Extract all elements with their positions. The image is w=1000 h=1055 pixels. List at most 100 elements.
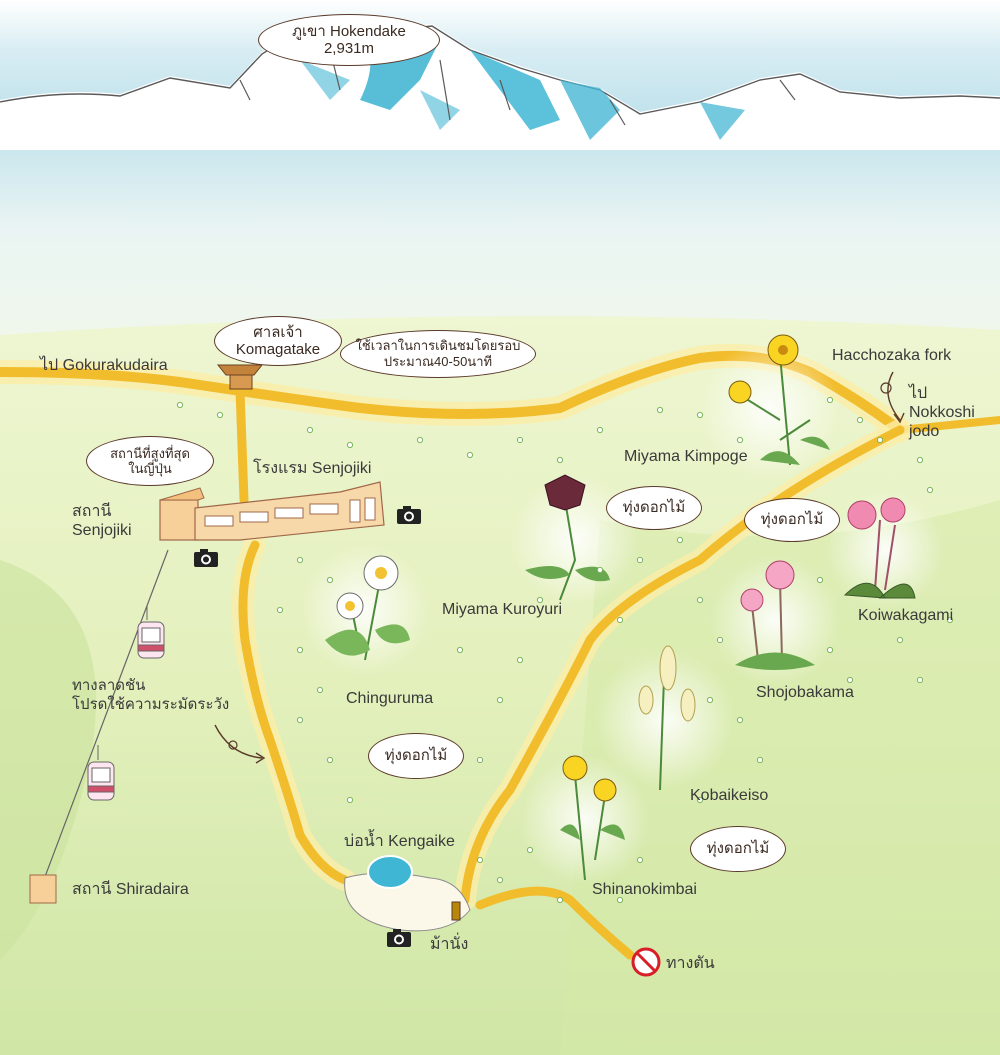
tiny-flower <box>826 396 834 404</box>
flower-field-text: ทุ่งดอกไม้ <box>622 499 686 516</box>
steep-slope-line2: โปรดใช้ความระมัดระวัง <box>72 696 230 713</box>
camera-icon-hotel <box>397 506 421 524</box>
label-dead-end: ทางตัน <box>666 955 715 972</box>
nokkoshi-line3: jodo <box>909 423 940 440</box>
flower-field-bubble-4: ทุ่งดอกไม้ <box>690 826 786 872</box>
station-senjojiki-line1: สถานี <box>72 503 112 520</box>
flower-field-text: ทุ่งดอกไม้ <box>384 747 448 764</box>
tiny-flower <box>716 636 724 644</box>
flower-field-bubble-2: ทุ่งดอกไม้ <box>744 498 840 542</box>
tiny-flower <box>896 636 904 644</box>
label-station-shiradaira: สถานี Shiradaira <box>72 881 189 898</box>
tiny-flower <box>676 536 684 544</box>
label-steep-slope: ทางลาดชัน โปรดใช้ความระมัดระวัง <box>72 676 229 714</box>
tiny-flower <box>856 416 864 424</box>
tiny-flower <box>696 596 704 604</box>
label-to-gokurakudaira: ไป Gokurakudaira <box>40 357 168 374</box>
tiny-flower <box>416 696 424 704</box>
tiny-flower <box>536 596 544 604</box>
tiny-flower <box>876 436 884 444</box>
flower-label-shinanokimbai: Shinanokimbai <box>592 881 697 898</box>
highest-station-bubble: สถานีที่สูงที่สุดในญี่ปุ่น <box>86 436 214 486</box>
tiny-flower <box>526 846 534 854</box>
tiny-flower <box>596 566 604 574</box>
label-hotel-senjojiki: โรงแรม Senjojiki <box>253 460 372 477</box>
tiny-flower <box>916 456 924 464</box>
tiny-flower <box>296 716 304 724</box>
label-station-senjojiki: สถานี Senjojiki <box>72 502 132 540</box>
tiny-flower <box>826 646 834 654</box>
tiny-flower <box>496 876 504 884</box>
tiny-flower <box>296 646 304 654</box>
tiny-flower <box>516 436 524 444</box>
label-bench: ม้านั่ง <box>430 936 469 953</box>
walking-time-bubble: ใช้เวลาในการเดินชมโดยรอบประมาณ40-50นาที <box>340 330 536 378</box>
label-hacchozaka-fork: Hacchozaka fork <box>832 347 952 364</box>
peak-name: ภูเขา Hokendake <box>292 23 406 40</box>
tiny-flower <box>346 796 354 804</box>
tiny-flower <box>306 426 314 434</box>
label-to-nokkoshi-jodo: ไป Nokkoshi jodo <box>909 384 975 441</box>
tiny-flower <box>736 716 744 724</box>
tiny-flower <box>216 411 224 419</box>
label-kengaike-pond: บ่อน้ำ Kengaike <box>344 833 455 850</box>
tiny-flower <box>596 426 604 434</box>
flower-field-bubble-1: ทุ่งดอกไม้ <box>606 486 702 530</box>
flower-field-text: ทุ่งดอกไม้ <box>760 511 824 528</box>
flower-field-bubble-3: ทุ่งดอกไม้ <box>368 733 464 779</box>
tiny-flower <box>656 406 664 414</box>
tiny-flower <box>816 576 824 584</box>
flower-label-miyama-kimpoge: Miyama Kimpoge <box>624 448 748 465</box>
tiny-flower <box>926 486 934 494</box>
tiny-flower <box>846 676 854 684</box>
tiny-flower <box>496 696 504 704</box>
flower-label-miyama-kuroyuri: Miyama Kuroyuri <box>442 601 563 618</box>
tiny-flower <box>556 896 564 904</box>
tiny-flower <box>916 676 924 684</box>
tiny-flower <box>616 896 624 904</box>
highest-station-line2: ในญี่ปุ่น <box>128 461 172 476</box>
tiny-flower <box>696 796 704 804</box>
tiny-flower <box>346 441 354 449</box>
tiny-flower <box>736 436 744 444</box>
flower-label-chinguruma: Chinguruma <box>346 690 434 707</box>
steep-slope-line1: ทางลาดชัน <box>72 677 146 694</box>
shrine-bubble-line1: ศาลเจ้า <box>253 324 303 341</box>
tiny-flower <box>296 556 304 564</box>
tiny-flower <box>316 686 324 694</box>
tiny-flower <box>276 606 284 614</box>
tiny-flower <box>416 436 424 444</box>
tiny-flower <box>516 656 524 664</box>
tiny-flower <box>176 401 184 409</box>
highest-station-line1: สถานีที่สูงที่สุด <box>110 446 190 461</box>
tiny-flower <box>456 646 464 654</box>
nokkoshi-line2: Nokkoshi <box>909 404 975 421</box>
tiny-flower <box>476 756 484 764</box>
tiny-flower <box>326 756 334 764</box>
tiny-flower <box>616 616 624 624</box>
tiny-flower <box>326 576 334 584</box>
time-bubble-line2: ประมาณ40-50นาที <box>383 354 493 369</box>
flower-label-kobaikeiso: Kobaikeiso <box>690 787 769 804</box>
flower-label-koiwakagami: Koiwakagami <box>858 607 954 624</box>
tiny-flower <box>946 616 954 624</box>
tiny-flower <box>476 856 484 864</box>
peak-elevation: 2,931m <box>323 40 375 57</box>
tiny-flower <box>636 556 644 564</box>
time-bubble-line1: ใช้เวลาในการเดินชมโดยรอบ <box>355 338 521 353</box>
tiny-flower <box>756 756 764 764</box>
shrine-bubble-line2: Komagatake <box>235 341 321 358</box>
nokkoshi-line1: ไป <box>909 385 928 402</box>
station-senjojiki-line2: Senjojiki <box>72 522 132 539</box>
camera-icon-pond <box>387 929 411 947</box>
tiny-flower <box>636 856 644 864</box>
tiny-flower <box>466 451 474 459</box>
camera-icon-station <box>194 549 218 567</box>
tiny-flower <box>696 411 704 419</box>
tiny-flower <box>556 456 564 464</box>
flower-field-text: ทุ่งดอกไม้ <box>706 840 770 857</box>
tiny-flower <box>706 696 714 704</box>
